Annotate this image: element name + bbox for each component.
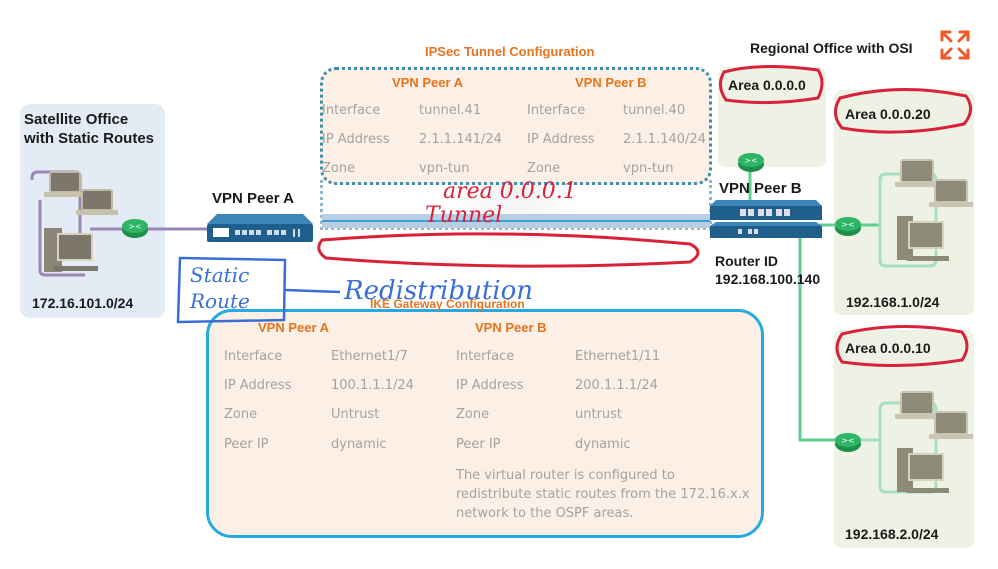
ipsec-row-key: Interface [527,103,586,118]
area-0-label: Area 0.0.0.0 [728,77,806,93]
redistribution-arrow [284,288,341,294]
static-route-annotation-line2: Route [190,289,250,313]
ike-row-key: Peer IP [224,437,269,452]
area10-link [798,238,838,442]
satellite-title-line2: with Static Routes [24,130,155,147]
area-0-panel [718,67,826,167]
ike-row-value: untrust [575,407,623,422]
ipsec-row-value: 2.1.1.140/24 [623,132,706,147]
ike-row-key: Interface [456,349,515,364]
ike-row-value: Ethernet1/7 [331,349,408,364]
area-tunnel-annotation-line2: Tunnel [425,203,503,228]
ike-note-line: The virtual router is configured to [456,468,675,483]
ipsec-row-value: 2.1.1.141/24 [419,132,502,147]
static-route-annotation: Static Route [190,262,250,314]
svg-text:><: >< [744,156,757,165]
ike-row-key: IP Address [224,378,292,393]
static-route-annotation-line1: Static [190,263,250,287]
satellite-subnet: 172.16.101.0/24 [32,295,134,311]
area-tunnel-annotation: area 0.0.0.1 Tunnel [425,179,577,228]
ike-peer-b-header: VPN Peer B [475,320,547,335]
area10-computers-icon [895,391,973,493]
ike-note-line: redistribute static routes from the 172.… [456,487,750,502]
peer-b-firewall-icon[interactable] [708,198,823,240]
regional-office-title: Regional Office with OSI [750,40,913,56]
satellite-router-icon: >< [122,219,148,238]
router-id-label: Router ID [715,253,778,269]
router-id-value: 192.168.100.140 [715,271,821,287]
svg-text:><: >< [841,436,854,445]
svg-text:><: >< [841,220,854,229]
satellite-title-line1: Satellite Office [24,111,129,128]
ike-row-key: Interface [224,349,283,364]
ike-row-value: 100.1.1.1/24 [331,378,414,393]
ike-row-key: Zone [224,407,258,422]
tunnel-circle [317,232,700,268]
area-20-subnet: 192.168.1.0/24 [846,294,940,310]
area20-lan-line [878,172,938,268]
area10-lan-line [860,401,938,494]
satellite-computers-icon [44,171,118,272]
ipsec-config-box [320,67,712,185]
peer-a-firewall-icon[interactable] [205,212,315,244]
ike-row-key: Zone [456,407,490,422]
static-route-box [176,256,287,324]
satellite-office-title: Satellite Office with Static Routes [24,110,154,148]
ipsec-peer-b-header: VPN Peer B [575,75,647,90]
ike-row-key: Peer IP [456,437,501,452]
ike-note-line: network to the OSPF areas. [456,506,634,521]
ipsec-row-key: Zone [322,161,356,176]
expand-arrows-icon[interactable] [938,28,972,62]
ike-row-value: Ethernet1/11 [575,349,661,364]
area10-circle [835,325,969,368]
peer-b-label: VPN Peer B [719,180,802,197]
ipsec-row-value: tunnel.40 [623,103,686,118]
area20-circle [834,88,972,134]
peer-a-label: VPN Peer A [212,190,294,207]
area-tunnel-annotation-line1: area 0.0.0.1 [443,179,577,204]
ipsec-row-key: IP Address [527,132,595,147]
ike-config-box [206,309,764,538]
ike-peer-a-header: VPN Peer A [258,320,330,335]
ike-row-value: dynamic [575,437,631,452]
area-20-label: Area 0.0.0.20 [845,106,931,122]
area0-circle [719,64,824,105]
ipsec-row-key: Zone [527,161,561,176]
area20-router-icon: >< [835,217,861,236]
ipsec-tunnel-line [322,220,710,222]
ipsec-title: IPSec Tunnel Configuration [425,44,595,59]
ike-row-value: dynamic [331,437,387,452]
ipsec-row-key: Interface [322,103,381,118]
ipsec-row-value: vpn-tun [419,161,470,176]
ike-note: The virtual router is configured to redi… [456,466,750,523]
ike-row-key: IP Address [456,378,524,393]
redistribution-annotation: Redistribution [344,276,534,306]
area0-router-icon: >< [738,153,764,172]
area10-router-icon: >< [835,433,861,452]
ike-title: IKE Gateway Configuration [370,297,525,311]
satellite-lan-line [38,200,85,277]
tunnel-frame [320,180,712,230]
svg-text:><: >< [128,222,141,231]
ipsec-row-value: vpn-tun [623,161,674,176]
area-10-subnet: 192.168.2.0/24 [845,526,939,542]
ike-row-value: Untrust [331,407,380,422]
area20-computers-icon [895,159,973,261]
ipsec-peer-a-header: VPN Peer A [392,75,464,90]
area-10-label: Area 0.0.0.10 [845,340,931,356]
ipsec-row-key: IP Address [322,132,390,147]
ike-row-value: 200.1.1.1/24 [575,378,658,393]
ipsec-row-value: tunnel.41 [419,103,482,118]
router-id-block: Router ID 192.168.100.140 [715,252,820,288]
